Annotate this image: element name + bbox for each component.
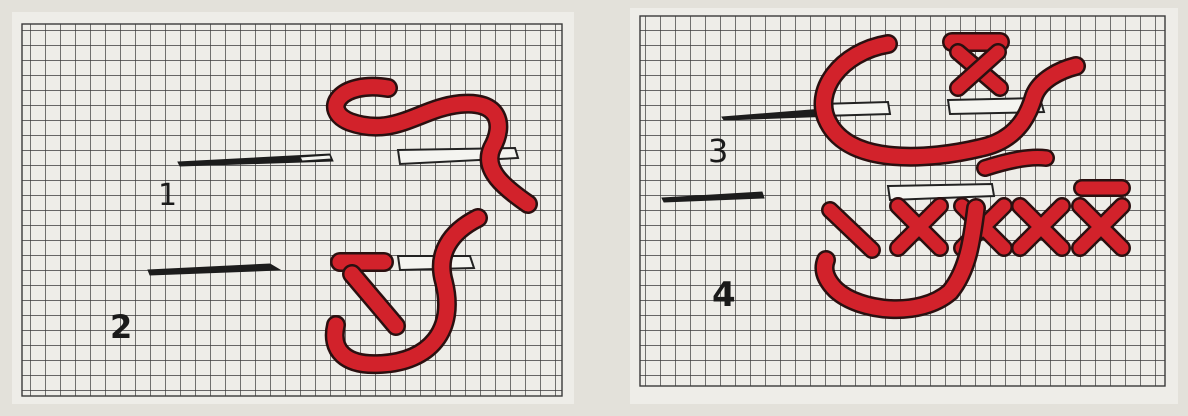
- step-label-3: 3: [708, 132, 728, 170]
- left-panel: [12, 12, 574, 404]
- thread: [985, 157, 1046, 168]
- step-label-4: 4: [712, 275, 736, 315]
- step-label-1: 1: [158, 178, 177, 213]
- step-label-2: 2: [110, 308, 132, 346]
